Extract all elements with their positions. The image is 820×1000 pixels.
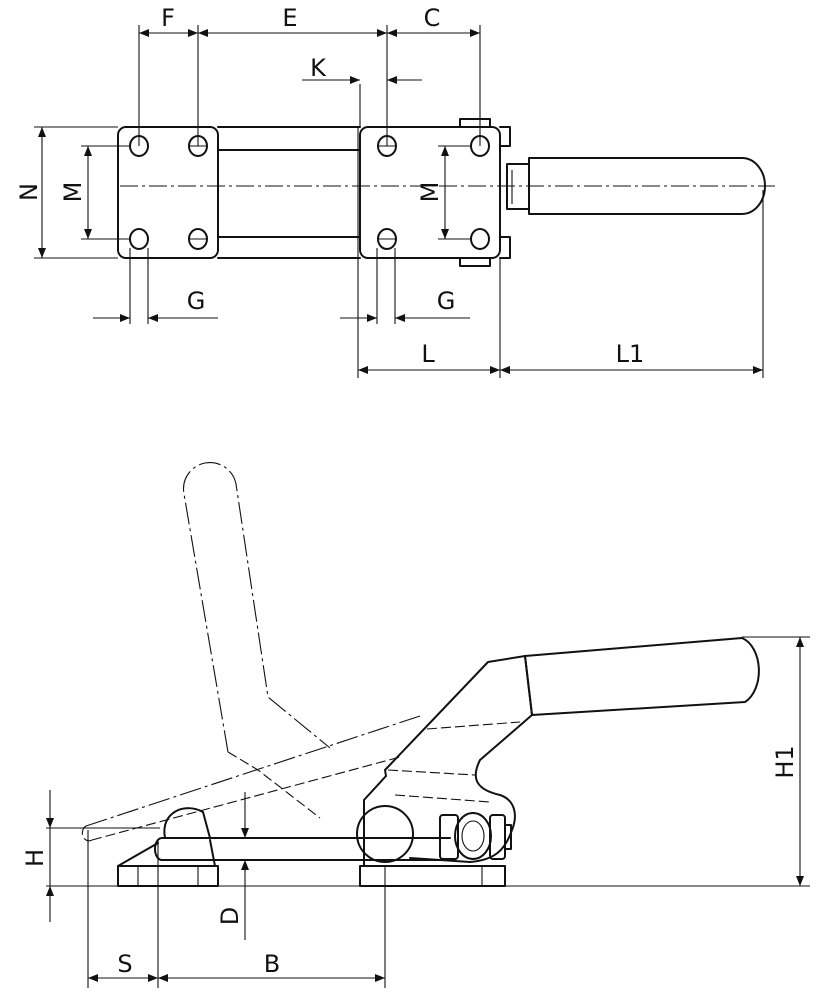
label-c: C [424, 4, 441, 32]
label-f: F [161, 4, 175, 32]
label-g-right: G [437, 287, 456, 315]
side-dimensions [46, 636, 810, 988]
adjusting-nut [439, 812, 512, 860]
label-d: D [216, 907, 244, 925]
label-b: B [264, 950, 280, 978]
label-m-right: M [416, 182, 444, 203]
label-n: N [15, 183, 43, 201]
label-h1: H1 [771, 745, 799, 778]
label-l1: L1 [616, 340, 645, 368]
label-l: L [421, 340, 435, 368]
top-dimensions [34, 25, 764, 378]
label-e: E [282, 4, 297, 32]
top-view: F E C K N M M G G L L1 [15, 4, 775, 378]
side-view: H D S B H1 [21, 461, 810, 988]
label-m-left: M [59, 182, 87, 203]
clamp-top-outline [117, 118, 775, 267]
label-g-left: G [187, 287, 206, 315]
label-h: H [21, 849, 49, 867]
clamp-side-outline [117, 637, 760, 887]
label-s: S [117, 950, 132, 978]
label-k: K [310, 54, 327, 82]
phantom-handle-positions [81, 461, 521, 842]
